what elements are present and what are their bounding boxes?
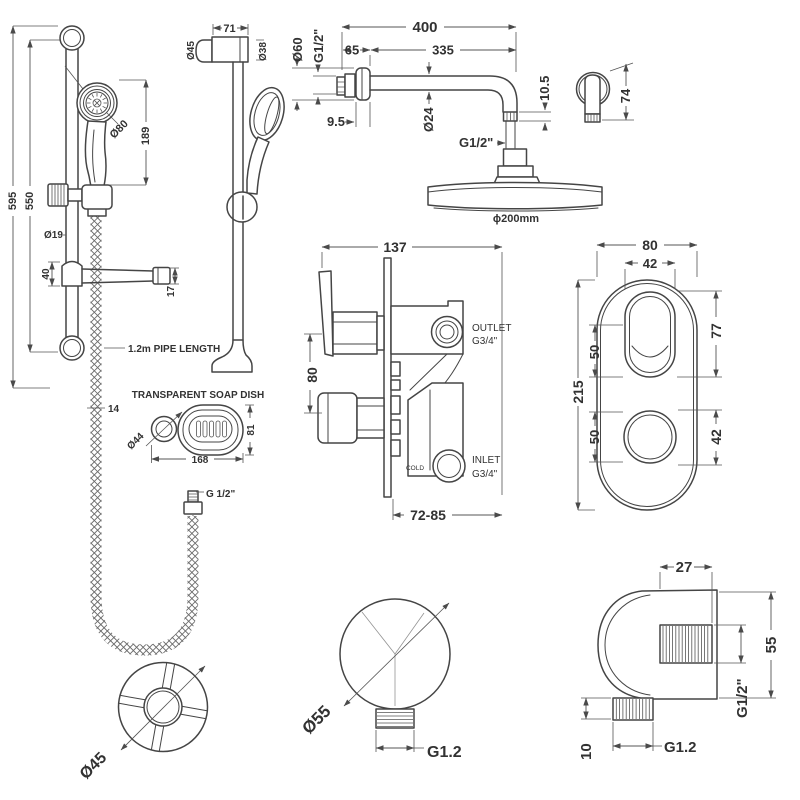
dim-arm-tube-dia: Ø24 bbox=[421, 107, 436, 132]
dim-tip-length: 10.5 bbox=[537, 76, 552, 101]
dim-plate-width: 80 bbox=[642, 237, 658, 253]
dish-slots bbox=[196, 420, 227, 438]
elbow-front-thread bbox=[375, 708, 415, 729]
dim-boss-thread: G1/2" bbox=[734, 678, 751, 718]
dim-elbow-height: 74 bbox=[618, 88, 633, 103]
spray-face bbox=[87, 93, 107, 113]
dim-upper-offset: 50 bbox=[587, 345, 602, 359]
dim-tube-dia: Ø38 bbox=[258, 42, 269, 61]
dim-valve-width: 137 bbox=[383, 239, 407, 255]
outlet-elbow-front-view: Ø55 G1.2 bbox=[298, 598, 462, 761]
handset-handle bbox=[84, 120, 107, 187]
dim-rail-dia: Ø19 bbox=[44, 230, 63, 241]
dim-ring-dia: Ø44 bbox=[125, 431, 146, 452]
dim-upper-opening: 77 bbox=[708, 323, 724, 339]
dim-holder-height: 40 bbox=[41, 268, 52, 280]
head-connector bbox=[502, 148, 528, 167]
dim-handle-spacing: 80 bbox=[304, 367, 320, 383]
valve-knob bbox=[317, 392, 358, 444]
inlet-thread-label: G3/4" bbox=[472, 469, 498, 480]
shower-arm-view: 400 65 335 Ø60 G1/2" 9.5 Ø24 10.5 G1/2" bbox=[290, 19, 552, 150]
dim-dish-width: 168 bbox=[192, 455, 209, 466]
elbow-side-boss bbox=[659, 624, 713, 664]
dim-arm-reach: 335 bbox=[432, 43, 454, 58]
slider-bracket bbox=[47, 183, 113, 210]
hose-length-note: 1.2m PIPE LENGTH bbox=[128, 344, 220, 355]
handset-side bbox=[226, 86, 285, 223]
dim-handset-dia: Ø80 bbox=[108, 118, 131, 141]
upper-opening bbox=[624, 291, 676, 378]
dim-elbow-front-thread: G1.2 bbox=[427, 744, 462, 761]
dim-head-dia: ϕ200mm bbox=[493, 213, 539, 225]
dim-elbow-side-height: 55 bbox=[763, 637, 780, 654]
arm-flange bbox=[355, 67, 371, 101]
outlet-label: OUTLET bbox=[472, 323, 511, 334]
dim-valve-depth: 72-85 bbox=[410, 507, 446, 523]
dim-flange-dia: Ø60 bbox=[290, 37, 305, 62]
soap-dish-view: TRANSPARENT SOAP DISH Ø44 81 168 bbox=[125, 390, 264, 466]
dim-slot-width: 42 bbox=[643, 256, 657, 271]
elbow-tube bbox=[584, 74, 601, 115]
valve-backplate bbox=[383, 257, 392, 498]
dim-holder-end: 17 bbox=[166, 285, 177, 297]
dim-boss-width: 27 bbox=[676, 559, 693, 576]
dim-arm-total: 400 bbox=[412, 19, 437, 36]
hose-end-nut bbox=[183, 501, 203, 515]
rail-front-view: 595 550 Ø80 189 Ø19 bbox=[7, 25, 235, 656]
dim-lower-offset: 50 bbox=[587, 430, 602, 444]
dim-elbow-front-dia: Ø55 bbox=[298, 702, 334, 738]
bracket-body bbox=[211, 36, 249, 63]
hose-thread-label: G 1/2" bbox=[206, 489, 235, 500]
dim-bracket-width: 71 bbox=[223, 23, 235, 35]
arm-body bbox=[336, 67, 518, 149]
dim-lower-opening: 42 bbox=[708, 429, 724, 445]
arm-wall-thread: G1/2" bbox=[311, 29, 326, 63]
rail-foot bbox=[211, 339, 253, 373]
shower-head-view: ϕ200mm bbox=[427, 148, 603, 225]
dim-dish-height: 81 bbox=[246, 424, 257, 436]
head-disc bbox=[427, 181, 603, 210]
valve-body: COLD bbox=[390, 300, 466, 483]
dim-rail-height: 550 bbox=[24, 192, 36, 210]
outlet-thread-label: G3/4" bbox=[472, 336, 498, 347]
dim-flange-depth: 9.5 bbox=[327, 114, 345, 129]
slider-ring bbox=[226, 191, 258, 223]
rail-side-view: 71 Ø45 Ø38 bbox=[186, 23, 285, 373]
dim-overall-height: 595 bbox=[7, 192, 19, 210]
soap-dish-holder bbox=[61, 260, 171, 287]
cold-label: COLD bbox=[406, 465, 424, 472]
soap-dish-title: TRANSPARENT SOAP DISH bbox=[132, 390, 264, 401]
outlet-elbow-side-view: 27 55 G1/2" 10 G1.2 bbox=[578, 559, 780, 760]
dim-stub-offset: 10 bbox=[578, 743, 595, 760]
shower-hose bbox=[87, 204, 203, 656]
handset-cradle bbox=[81, 184, 113, 210]
dim-hose-dia: 14 bbox=[108, 404, 120, 415]
dim-bracket-circle-dia: Ø45 bbox=[77, 749, 110, 782]
inlet-label: INLET bbox=[472, 455, 500, 466]
dim-handset-length: 189 bbox=[140, 127, 152, 145]
arm-outlet-thread: G1/2" bbox=[459, 135, 493, 150]
elbow-side-body bbox=[597, 589, 718, 700]
dish-body bbox=[177, 404, 244, 456]
dim-stub-thread: G1.2 bbox=[664, 739, 697, 756]
faceplate-view: 80 42 215 50 50 77 42 bbox=[570, 237, 724, 511]
valve-view: 137 80 COLD OUTLET G3/4" INLET G3/4" 72-… bbox=[304, 239, 511, 523]
valve-lever bbox=[318, 270, 334, 357]
lower-opening bbox=[623, 410, 677, 464]
dim-bracket-dia: Ø45 bbox=[186, 41, 197, 60]
bracket-cap bbox=[195, 39, 213, 63]
top-elbow-view: 74 bbox=[575, 62, 634, 123]
dim-arm-offset: 65 bbox=[345, 43, 359, 58]
wall-bracket-view: Ø45 bbox=[77, 661, 209, 783]
dim-plate-height: 215 bbox=[570, 380, 586, 404]
handset bbox=[64, 65, 118, 187]
